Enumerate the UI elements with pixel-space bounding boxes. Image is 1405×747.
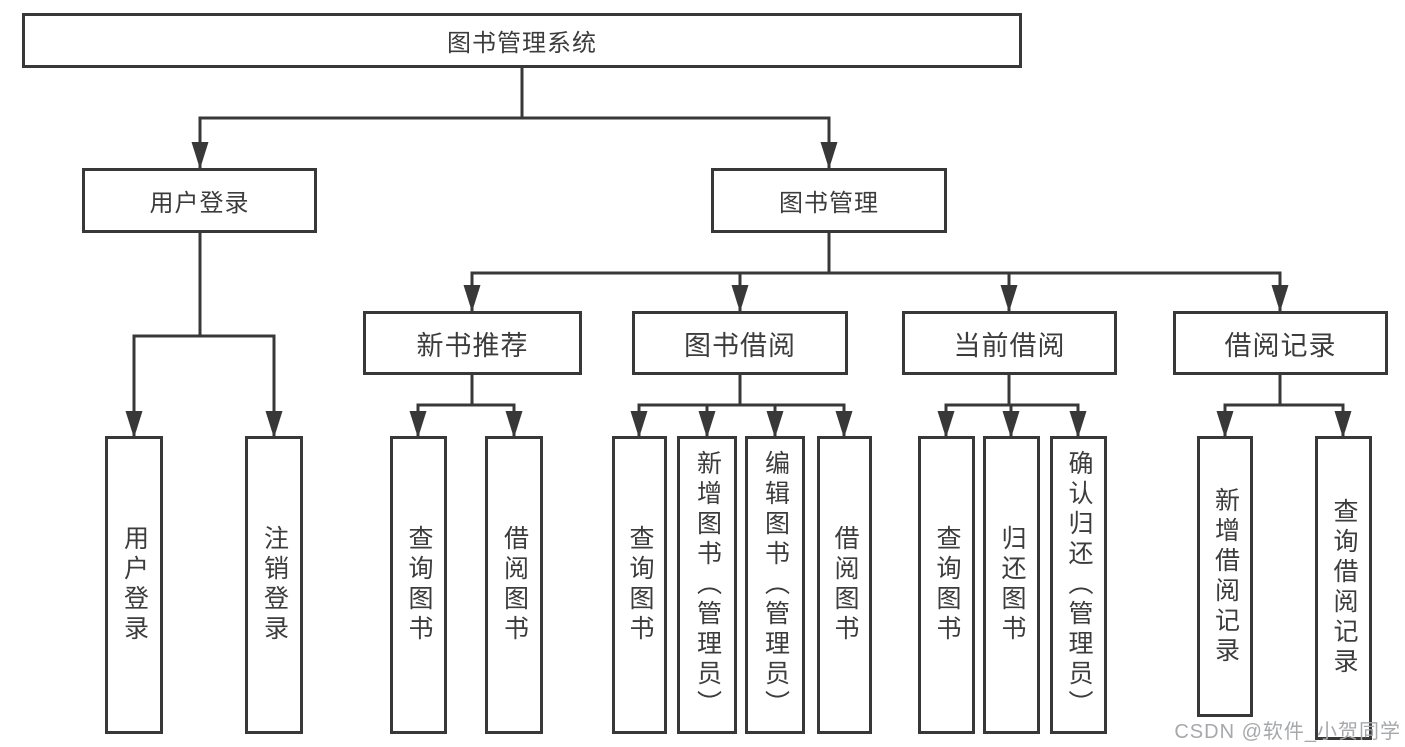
node-book-borrowing: 图书借阅 [632,311,848,375]
node-new-book-recommendation: 新书推荐 [363,311,582,375]
node-label: 图书借阅 [684,330,796,361]
node-label: 查询借阅记录 [1330,498,1358,678]
node-label: 注销登录 [260,525,289,645]
node-label: 归还图书 [998,525,1026,645]
node-label: 用户登录 [149,190,250,217]
node-label: 用户登录 [120,525,149,645]
node-label: 查询图书 [405,525,433,645]
node-label: 确认归还（管理员） [1065,450,1093,720]
node-library-management-system: 图书管理系统 [22,13,1022,68]
node-label: 当前借阅 [953,330,1066,361]
leaf-borrow-books: 借阅图书 [485,436,543,734]
node-label: 图书管理系统 [447,30,597,57]
leaf-edit-books-admin: 编辑图书（管理员） [745,436,805,734]
node-borrowing-records: 借阅记录 [1173,311,1388,375]
leaf-query-books: 查询图书 [918,436,975,734]
node-label: 新增借阅记录 [1211,486,1240,667]
node-label: 借阅记录 [1224,330,1337,361]
leaf-confirm-return-admin: 确认归还（管理员） [1050,436,1107,734]
leaf-query-books: 查询图书 [390,436,447,734]
leaf-logout: 注销登录 [245,436,303,734]
leaf-add-books-admin: 新增图书（管理员） [677,436,737,734]
node-book-management: 图书管理 [711,168,947,233]
node-label: 新增图书（管理员） [693,450,722,720]
node-user-login-branch: 用户登录 [82,168,317,233]
leaf-query-borrow-record: 查询借阅记录 [1315,436,1372,740]
node-label: 借阅图书 [500,525,529,645]
node-label: 查询图书 [626,525,654,645]
leaf-add-borrow-record: 新增借阅记录 [1197,436,1253,717]
node-label: 编辑图书（管理员） [761,450,790,720]
leaf-user-login: 用户登录 [105,436,163,734]
connector-paths [132,68,1345,437]
leaf-borrow-books: 借阅图书 [817,436,872,734]
node-current-borrowing: 当前借阅 [902,311,1117,375]
leaf-query-books: 查询图书 [612,436,667,734]
node-label: 图书管理 [779,190,879,217]
node-label: 查询图书 [933,525,961,645]
node-label: 借阅图书 [831,525,859,645]
leaf-return-books: 归还图书 [983,436,1040,734]
watermark: CSDN @软件_小贺同学 [1174,721,1401,743]
node-label: 新书推荐 [416,330,529,361]
